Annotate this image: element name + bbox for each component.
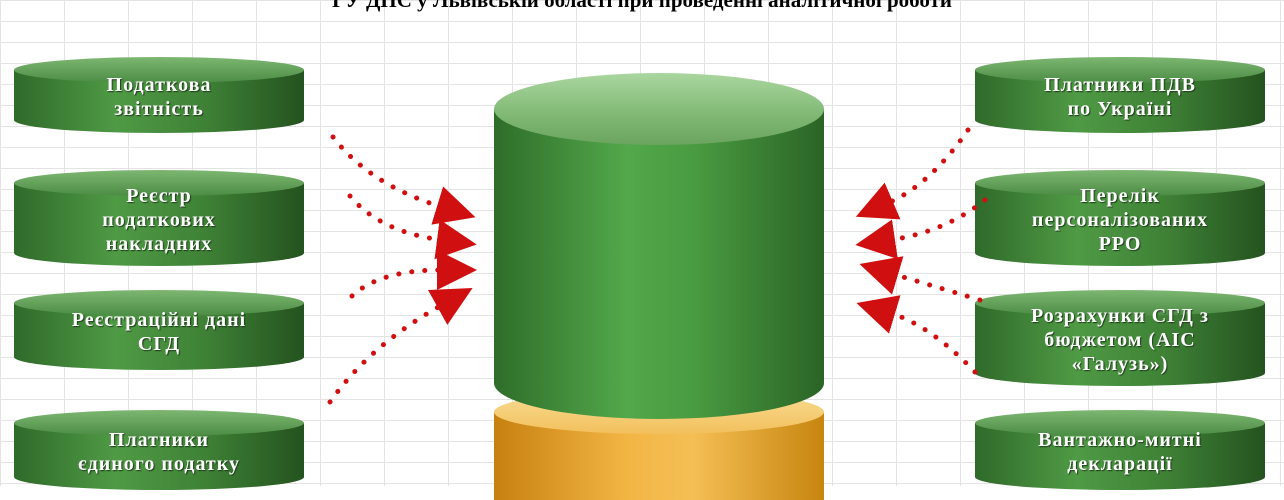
arrow-right-2 <box>855 197 988 260</box>
arrow-left-3 <box>349 250 477 299</box>
diagram-title: ГУ ДПС у Львівській області при проведен… <box>331 0 953 12</box>
arrow-left-4 <box>327 287 473 405</box>
source-label: Реєстр податкових накладних <box>102 185 216 255</box>
source-label: Розрахунки СГД з бюджетом (АІС «Галузь») <box>1031 305 1209 375</box>
arrow-right-4 <box>856 295 978 375</box>
source-cylinder-left-3: Реєстраційні дані СГД <box>14 290 304 370</box>
source-label: Перелік персоналізованих РРО <box>1031 185 1209 255</box>
arrow-left-2 <box>347 193 477 260</box>
source-cylinder-left-2: Реєстр податкових накладних <box>14 170 304 266</box>
source-label: Платники ПДВ по Україні <box>1044 74 1196 120</box>
source-cylinder-right-2: Перелік персоналізованих РРО <box>975 170 1265 266</box>
central-store-cylinder <box>494 73 824 419</box>
source-label: Податкова звітність <box>106 74 212 120</box>
source-label: Платники єдиного податку <box>77 429 240 475</box>
source-label: Реєстраційні дані СГД <box>71 309 247 355</box>
source-cylinder-left-4: Платники єдиного податку <box>14 410 304 490</box>
source-label: Вантажно-митні декларації <box>1038 429 1202 475</box>
arrow-left-1 <box>330 134 476 225</box>
source-cylinder-right-3: Розрахунки СГД з бюджетом (АІС «Галузь») <box>975 290 1265 386</box>
data-flow-arrows <box>327 127 988 405</box>
arrow-right-1 <box>855 127 971 220</box>
arrow-right-3 <box>859 256 983 303</box>
source-cylinder-left-1: Податкова звітність <box>14 57 304 133</box>
source-cylinder-right-1: Платники ПДВ по Україні <box>975 57 1265 133</box>
